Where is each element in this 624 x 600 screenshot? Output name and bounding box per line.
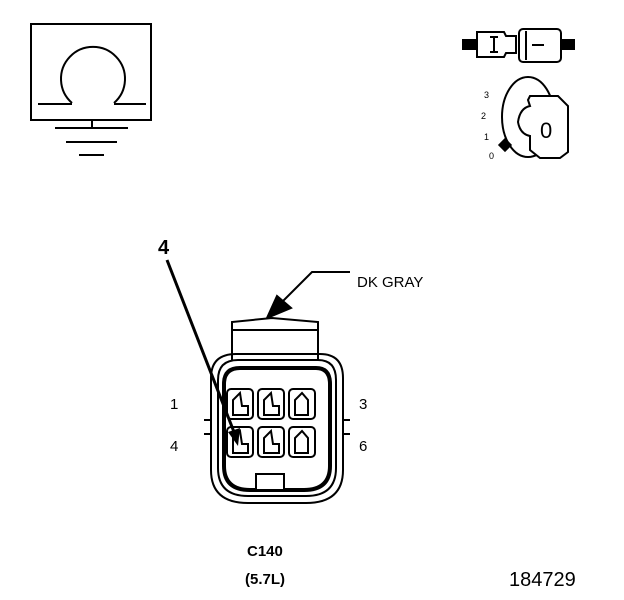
pin-pointer — [165, 259, 240, 446]
connector-disconnected-icon — [462, 28, 575, 63]
ignition-key-icon — [497, 76, 569, 159]
wire-color-label: DK GRAY — [357, 274, 423, 291]
connector-engine: (5.7L) — [245, 571, 285, 588]
ohmmeter-ground-icon — [30, 23, 152, 156]
color-leader-arrow — [265, 271, 350, 320]
cavity-5 — [257, 426, 285, 458]
pin-label-6: 6 — [359, 438, 367, 455]
connector-cavities — [226, 388, 316, 458]
pin-label-3: 3 — [359, 396, 367, 413]
pin-callout-label: 4 — [158, 237, 170, 259]
cavity-2 — [257, 388, 285, 420]
cavity-6 — [288, 426, 316, 458]
ignition-key-position: 0 — [540, 118, 552, 143]
pin-label-4: 4 — [170, 438, 178, 455]
cavity-3 — [288, 388, 316, 420]
ignition-position-3: 3 — [484, 90, 489, 100]
pin-label-1: 1 — [170, 396, 178, 413]
ignition-position-0: 0 — [489, 151, 494, 161]
ignition-position-2: 2 — [481, 111, 486, 121]
figure-number: 184729 — [509, 569, 576, 591]
ignition-position-1: 1 — [484, 132, 489, 142]
cavity-1 — [226, 388, 254, 420]
connector-id: C140 — [247, 543, 283, 560]
